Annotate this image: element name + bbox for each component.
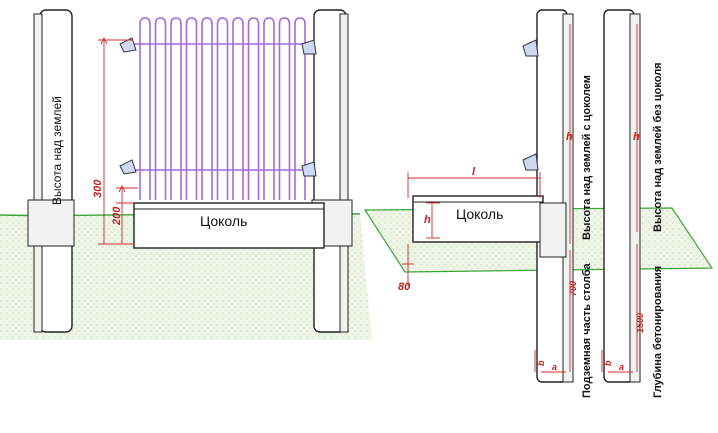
picket [170, 17, 182, 200]
picket [294, 17, 306, 200]
right-post-1-below-dimension: 700 [568, 281, 578, 296]
hinge-right-bottom [301, 161, 317, 177]
left-post-height-label: Высота над землей [50, 96, 64, 205]
hinge-left-bottom [119, 159, 137, 175]
left-post-left-side [33, 13, 43, 333]
left-plinth [133, 202, 325, 249]
hinge-right-top [301, 39, 317, 55]
right-dim-length: l [472, 166, 476, 178]
left-dimensions [98, 36, 138, 245]
right-post-1-below-label: Подземная часть столба [581, 262, 593, 398]
left-dimension-upper: 300 [92, 179, 104, 198]
picket [185, 17, 198, 200]
picket [232, 17, 244, 200]
right-post-2-dimensions [601, 24, 638, 373]
left-plinth-label: Цоколь [200, 213, 247, 229]
picket [263, 17, 275, 200]
right-hinge-top [522, 39, 539, 57]
right-post-2-side [629, 13, 641, 383]
left-dimension-lower: 200 [111, 206, 123, 226]
left-post-right-side [339, 13, 349, 333]
right-post-2-height-symbol: h [633, 131, 640, 143]
right-post-1-above-label: Высота над землей с цоколем [581, 75, 593, 240]
right-hinge-bottom [522, 153, 539, 171]
right-post-2-base-b: b [603, 360, 613, 366]
right-post-1-base-b: b [536, 360, 546, 366]
right-dim-height: h [424, 214, 431, 226]
right-plinth-label: Цоколь [456, 206, 503, 222]
picket [139, 17, 151, 200]
picket [278, 17, 291, 200]
right-post-2-below-dimension: 1500 [635, 313, 645, 333]
right-post-2-above-label: Высота над землей без цоколя [652, 62, 664, 232]
right-plinth-dimensions [402, 172, 541, 286]
right-post-2-below-label: Глубина бетонирования [652, 266, 664, 398]
right-post-2-base-a: a [619, 362, 624, 372]
right-post-1-side [562, 13, 574, 383]
right-post-1-base-a: a [552, 362, 557, 372]
left-figure: Цоколь Высота над землей 300 200 [0, 9, 372, 340]
picket [154, 17, 167, 200]
right-plinth-clamp [539, 202, 567, 258]
picket [247, 17, 260, 200]
picket [216, 17, 229, 200]
right-post-1-dimensions [534, 24, 571, 373]
right-plinth [412, 195, 544, 243]
right-post-1-height-symbol: h [566, 131, 573, 143]
right-dim-depth: 80 [398, 281, 411, 293]
picket [201, 17, 213, 200]
left-post-left-clamp [27, 199, 75, 247]
left-pickets [132, 17, 310, 200]
right-figure: Цоколь l h 80 h Высота над землей с цоко… [363, 9, 714, 398]
